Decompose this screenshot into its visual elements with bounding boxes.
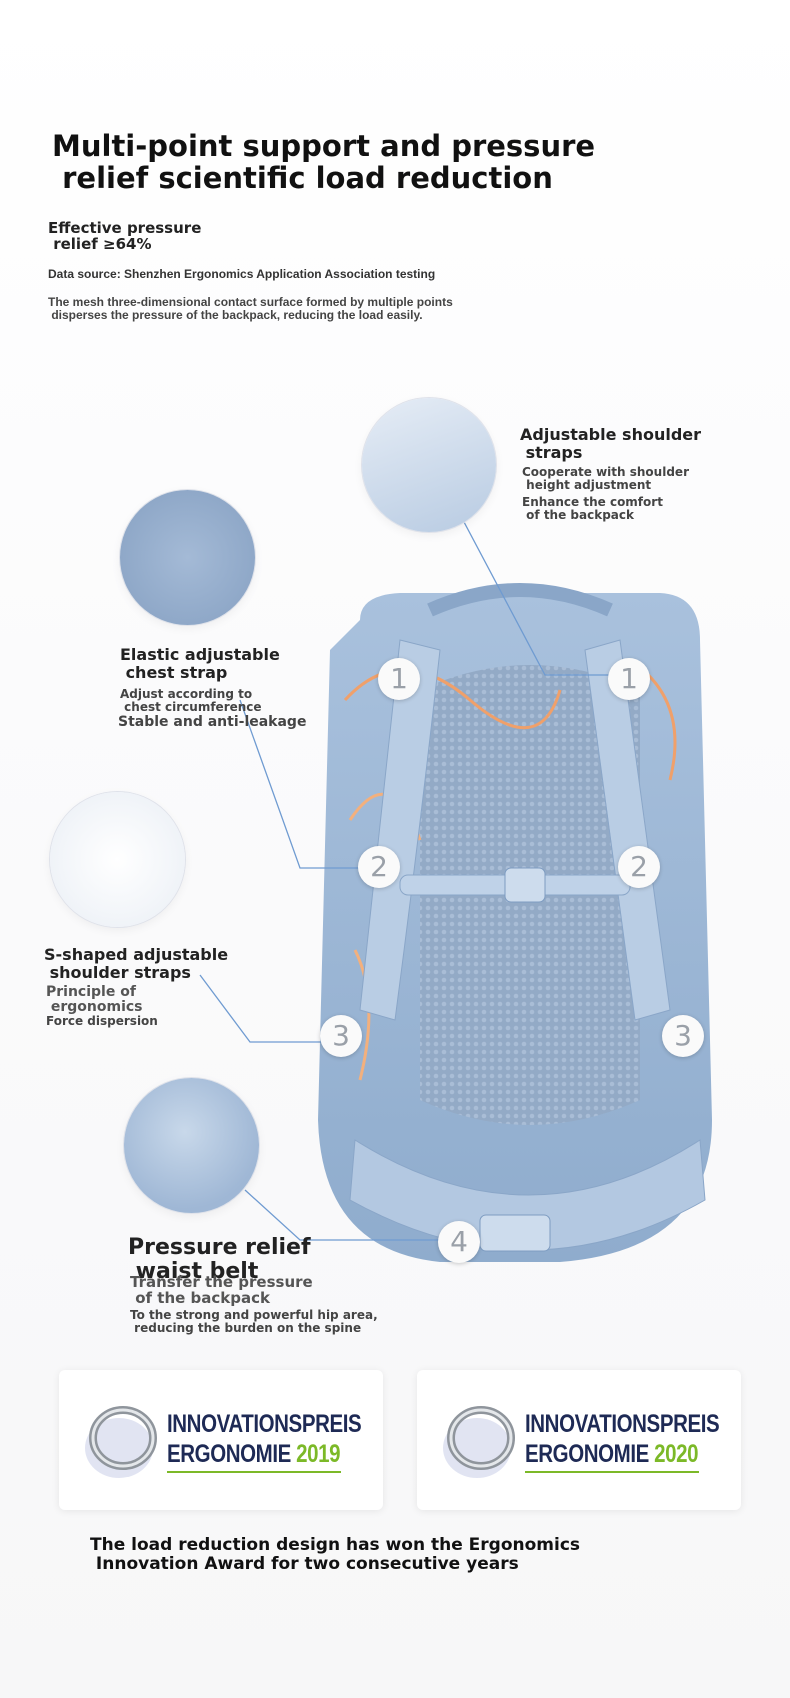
award-ring-icon <box>85 1406 157 1478</box>
award-2019-line2: ERGONOMIE 2019 <box>167 1440 341 1468</box>
feature-2-title: Elastic adjustable chest strap <box>120 645 280 682</box>
marker-1-right: 1 <box>608 658 650 700</box>
marker-2-left: 2 <box>358 846 400 888</box>
feature-4-title: Pressure relief waist belt <box>128 1235 311 1284</box>
award-card-2020: INNOVATIONSPREIS ERGONOMIE 2020 <box>417 1370 741 1510</box>
marker-3-left: 3 <box>320 1015 362 1057</box>
feature-3-line-1: Principle of ergonomics <box>46 984 143 1015</box>
marker-4: 4 <box>438 1221 480 1263</box>
feature-2-line-2: Stable and anti-leakage <box>118 714 307 730</box>
s-strap-detail-image <box>50 792 185 927</box>
marker-2-right: 2 <box>618 846 660 888</box>
feature-4-line-2: To the strong and powerful hip area, red… <box>130 1308 378 1335</box>
waist-belt-detail-image <box>124 1078 259 1213</box>
feature-3-title: S-shaped adjustable shoulder straps <box>44 945 229 982</box>
award-ring-icon <box>443 1406 515 1478</box>
marker-1-left: 1 <box>378 658 420 700</box>
intro-description: The mesh three-dimensional contact surfa… <box>48 295 453 322</box>
shoulder-strap-detail-image <box>362 398 496 532</box>
award-footer-text: The load reduction design has won the Er… <box>90 1535 581 1574</box>
page-title: Multi-point support and pressure relief … <box>52 129 596 195</box>
feature-3-line-2: Force dispersion <box>46 1014 158 1028</box>
feature-1-line-1: Cooperate with shoulder height adjustmen… <box>522 465 689 492</box>
data-source: Data source: Shenzhen Ergonomics Applica… <box>48 267 436 281</box>
right-shoulder-strap <box>584 639 671 1021</box>
feature-2-line-1: Adjust according to chest circumference <box>120 687 262 714</box>
award-card-2019: INNOVATIONSPREIS ERGONOMIE 2019 <box>59 1370 383 1510</box>
award-2020-line2: ERGONOMIE 2020 <box>525 1440 699 1468</box>
chest-strap-detail-image <box>120 490 255 625</box>
feature-1-title: Adjustable shoulder straps <box>520 425 702 462</box>
marker-3-right: 3 <box>662 1015 704 1057</box>
award-2019-line1: INNOVATIONSPREIS <box>167 1410 362 1438</box>
feature-4-line-1: Transfer the pressure of the backpack <box>130 1273 313 1307</box>
award-2020-line1: INNOVATIONSPREIS <box>525 1410 720 1438</box>
pressure-relief-stat: Effective pressure relief ≥64% <box>48 219 202 253</box>
top-handle <box>427 583 613 617</box>
left-shoulder-strap <box>359 639 441 1021</box>
feature-1-line-2: Enhance the comfort of the backpack <box>522 495 663 522</box>
